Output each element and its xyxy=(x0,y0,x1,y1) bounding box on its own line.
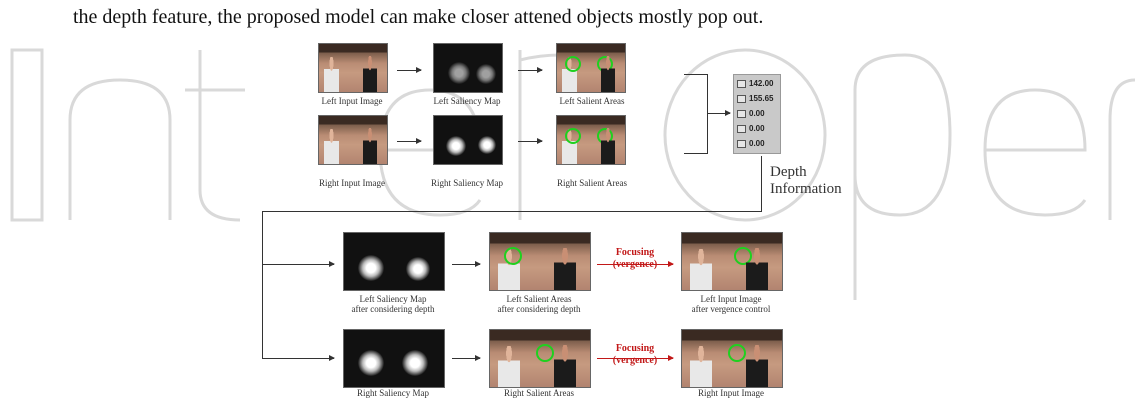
left-input-image xyxy=(318,43,388,93)
arrow xyxy=(397,67,422,73)
right-saliency-map xyxy=(433,115,503,165)
right-saliency-map-depth xyxy=(343,329,445,388)
right-saliency-map-label: Right Saliency Map xyxy=(431,178,503,188)
arrow xyxy=(452,355,481,361)
right-input-image-label: Right Input Image xyxy=(319,178,385,188)
right-salient-areas xyxy=(556,115,626,165)
depth-row: 155.65 xyxy=(737,92,777,105)
right-salient-areas-depth-label: Right Salient Areas xyxy=(504,388,574,398)
right-input-image-vergence xyxy=(681,329,783,388)
arrow xyxy=(262,261,335,267)
right-salient-areas-depth xyxy=(489,329,591,388)
depth-row: 0.00 xyxy=(737,107,777,120)
bracket-vertical xyxy=(707,74,708,154)
left-salient-areas-label: Left Salient Areas xyxy=(559,96,625,106)
arrow xyxy=(597,355,674,361)
feed-line-horizontal xyxy=(262,211,762,212)
bracket-top xyxy=(684,74,708,75)
arrow xyxy=(452,261,481,267)
left-input-image-vergence xyxy=(681,232,783,291)
arrow xyxy=(597,261,674,267)
arrow xyxy=(708,110,731,116)
right-input-image-vergence-label: Right Input Image xyxy=(698,388,764,398)
left-salient-areas-depth xyxy=(489,232,591,291)
arrow xyxy=(518,67,543,73)
arrow xyxy=(262,355,335,361)
focusing-label: Focusing(vergence) xyxy=(613,247,657,270)
left-input-image-label: Left Input Image xyxy=(321,96,383,106)
left-saliency-map-label: Left Saliency Map xyxy=(433,96,501,106)
focusing-label: Focusing(vergence) xyxy=(612,343,658,366)
intro-text: the depth feature, the proposed model ca… xyxy=(73,6,764,28)
left-saliency-map-depth xyxy=(343,232,445,291)
arrow xyxy=(518,138,543,144)
bracket-bottom xyxy=(684,153,708,154)
depth-row: 142.00 xyxy=(737,77,777,90)
depth-row: 0.00 xyxy=(737,122,777,135)
right-input-image xyxy=(318,115,388,165)
depth-information-label: Depth Information xyxy=(770,164,842,197)
left-saliency-map xyxy=(433,43,503,93)
depth-row: 0.00 xyxy=(737,137,777,150)
depth-values-panel: 142.00 155.65 0.00 0.00 0.00 xyxy=(733,74,781,154)
right-salient-areas-label: Right Salient Areas xyxy=(557,178,627,188)
feed-line-left xyxy=(262,211,263,359)
feed-line-vertical xyxy=(761,156,762,211)
left-salient-areas xyxy=(556,43,626,93)
right-saliency-map-depth-label: Right Saliency Map xyxy=(357,388,429,398)
arrow xyxy=(397,138,422,144)
